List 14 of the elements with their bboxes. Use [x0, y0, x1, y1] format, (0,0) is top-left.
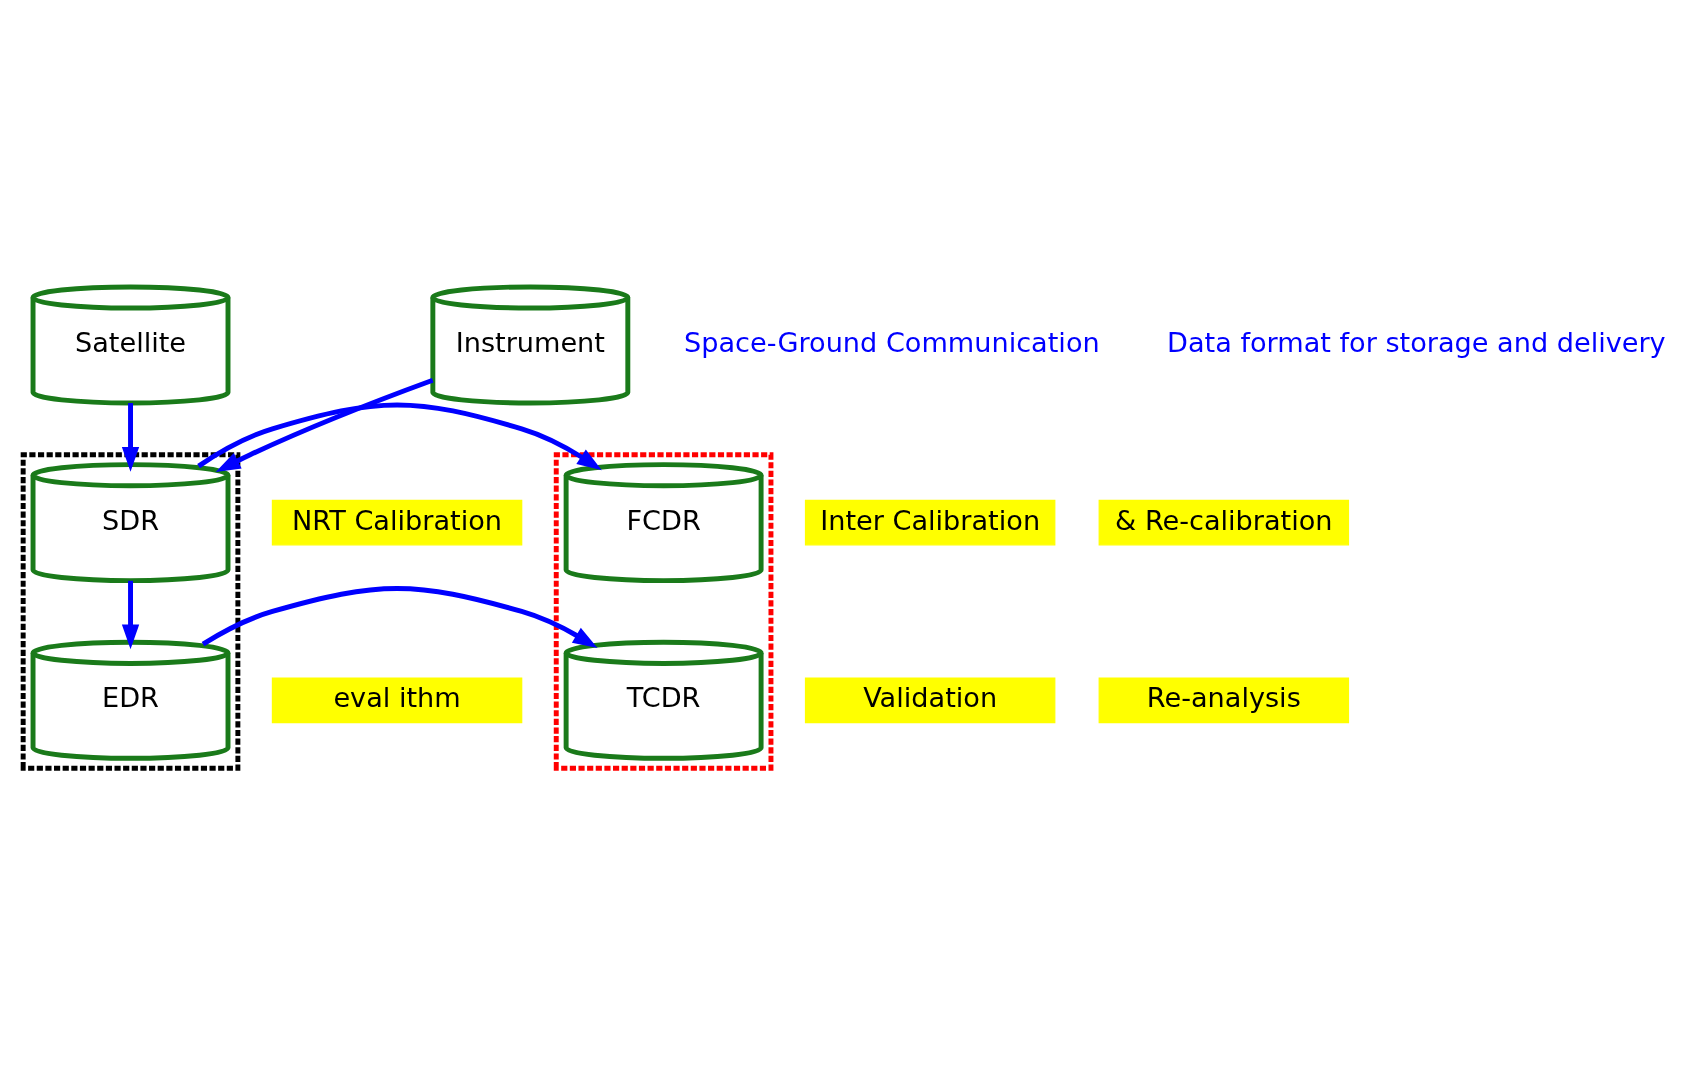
node-box: NRT Calibration: [271, 499, 523, 546]
arrow: [121, 580, 140, 650]
arrow: [215, 377, 434, 472]
node-box: Validation: [804, 677, 1056, 724]
arrow: [121, 403, 140, 472]
label: Space-Ground Communication: [684, 326, 1100, 358]
node-box: Re-analysis: [1098, 677, 1350, 724]
node-box: & Re-calibration: [1098, 499, 1350, 546]
arrow: [201, 586, 598, 649]
label: Data format for storage and delivery: [1166, 326, 1666, 358]
node-box: eval ithm: [271, 677, 523, 724]
cluster: [553, 452, 774, 771]
arrow: [197, 402, 602, 471]
node-box: Inter Calibration: [804, 499, 1056, 546]
